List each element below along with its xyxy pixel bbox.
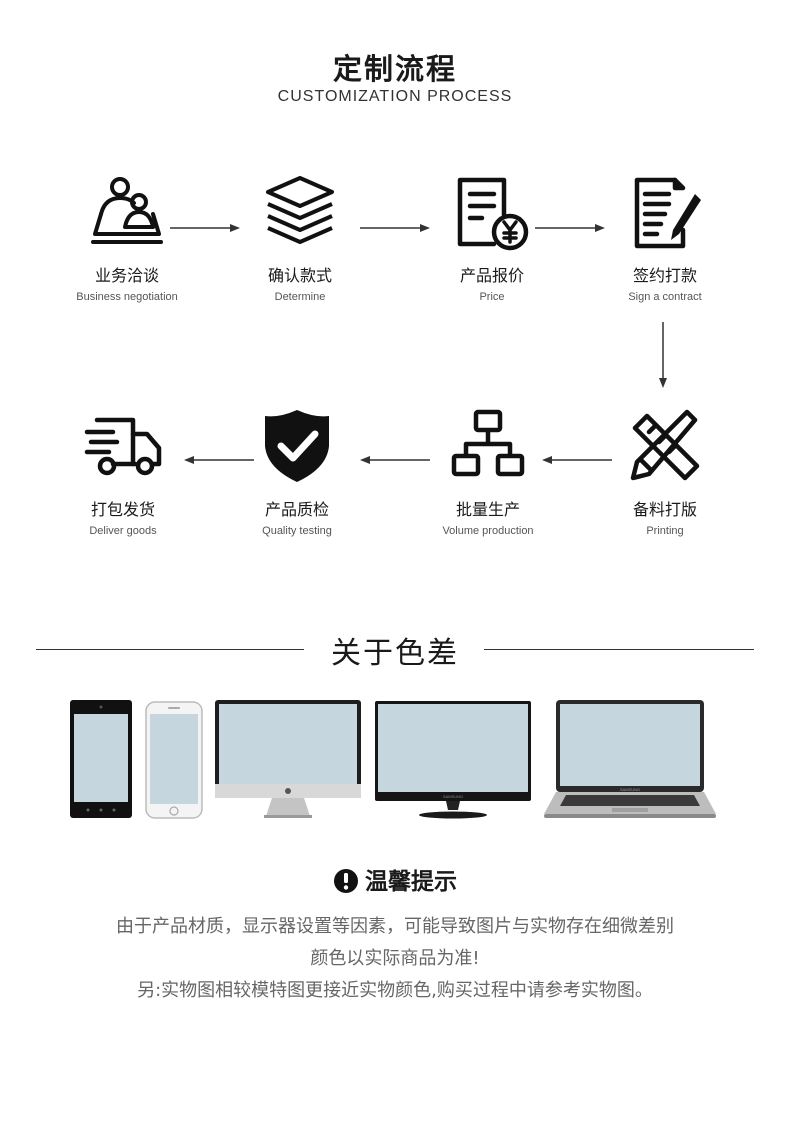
step-label-cn: 打包发货 — [90, 500, 155, 519]
monitor-brand-label: SAMSUNG — [443, 794, 463, 799]
notice-line-3: 另:实物图相较模特图更接近实物颜色,购买过程中请参考实物图。 — [137, 980, 653, 1001]
arrow-left — [184, 456, 254, 464]
section-title: 关于色差 — [331, 636, 459, 671]
price-document-icon — [457, 177, 529, 251]
step-label-cn: 批量生产 — [455, 500, 520, 519]
step-determine: 确认款式 Determine — [225, 172, 375, 303]
shield-check-icon — [265, 410, 329, 482]
android-phone-image — [70, 700, 132, 818]
step-label-cn: 产品质检 — [264, 500, 329, 519]
step-sign-contract: 签约打款 Sign a contract — [590, 172, 740, 303]
laptop-image: SAMSUNG — [544, 700, 716, 818]
step-label-en: Deliver goods — [89, 525, 157, 537]
arrow-down — [659, 322, 667, 388]
page-subtitle: CUSTOMIZATION PROCESS — [277, 88, 513, 105]
step-business-negotiation: 业务洽谈 Business negotiation — [52, 172, 202, 303]
arrow-left — [360, 456, 430, 464]
step-label-cn: 业务洽谈 — [94, 266, 159, 285]
step-label-en: Business negotiation — [76, 291, 178, 303]
divider-left — [36, 649, 304, 650]
notice-title: 温馨提示 — [365, 869, 457, 895]
arrow-right — [360, 224, 430, 232]
exclamation-icon — [334, 869, 358, 893]
step-price: 产品报价 Price — [417, 172, 567, 303]
step-label-en: Price — [479, 291, 505, 303]
step-label-en: Determine — [274, 291, 326, 303]
laptop-brand-label: SAMSUNG — [620, 787, 640, 792]
step-quality-testing: 产品质检 Quality testing — [222, 406, 372, 537]
arrow-left — [542, 456, 612, 464]
page-title: 定制流程 — [332, 52, 457, 86]
imac-image — [215, 700, 361, 818]
step-label-en: Volume production — [442, 525, 534, 537]
arrow-right — [535, 224, 605, 232]
notice-line-2: 颜色以实际商品为准! — [310, 948, 480, 969]
notice-line-1: 由于产品材质，显示器设置等因素，可能导致图片与实物存在细微差别 — [116, 916, 674, 937]
step-label-en: Sign a contract — [628, 291, 702, 303]
step-label-cn: 备料打版 — [632, 500, 697, 519]
divider-right — [484, 649, 754, 650]
step-volume-production: 批量生产 Volume production — [413, 406, 563, 537]
step-label-cn: 产品报价 — [459, 266, 524, 285]
step-label-en: Quality testing — [262, 525, 332, 537]
iphone-image — [145, 701, 203, 819]
contract-pen-icon — [634, 177, 701, 249]
hierarchy-icon — [451, 409, 525, 477]
arrow-right — [170, 224, 240, 232]
pencil-ruler-icon — [630, 409, 700, 481]
step-label-en: Printing — [646, 525, 684, 537]
monitor-image: SAMSUNG — [375, 701, 531, 819]
step-label-cn: 确认款式 — [267, 266, 332, 285]
business-negotiation-icon — [91, 177, 163, 244]
layers-icon — [266, 176, 334, 244]
step-printing: 备料打版 Printing — [590, 406, 740, 537]
notice-heading: 温馨提示 — [0, 862, 790, 896]
delivery-truck-icon — [84, 417, 162, 476]
step-deliver-goods: 打包发货 Deliver goods — [48, 406, 198, 537]
step-label-cn: 签约打款 — [632, 266, 697, 285]
